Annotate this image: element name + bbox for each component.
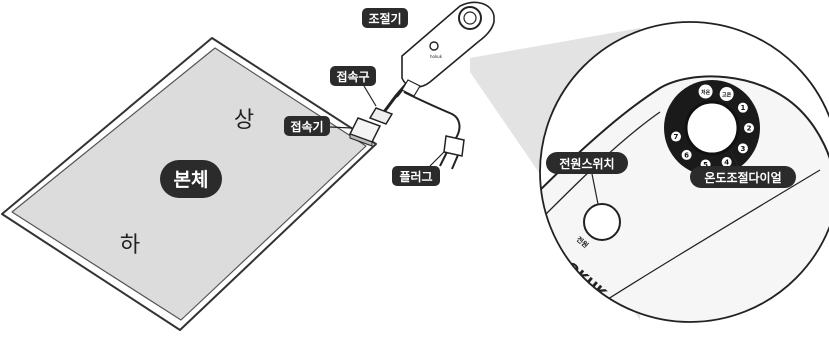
svg-text:접속구: 접속구 bbox=[336, 70, 369, 84]
dial-mark-bubble bbox=[737, 102, 748, 113]
dial-mark-label: 6 bbox=[684, 151, 689, 159]
dial-mark-label: 2 bbox=[747, 125, 752, 133]
dial-mark-bubble bbox=[737, 143, 748, 154]
dial-mark-bubble bbox=[698, 84, 713, 99]
controller-callout: 조절기 bbox=[362, 8, 408, 28]
controller-brand-text: hokuk bbox=[430, 54, 443, 59]
svg-text:본체: 본체 bbox=[174, 169, 209, 191]
connector-socket bbox=[368, 107, 394, 125]
temp-dial-callout: 온도조절다이얼 bbox=[690, 166, 796, 188]
dial-marks: 저온 고온 1 2 3 4 5 6 7 bbox=[670, 84, 754, 170]
dial-mark-bubble bbox=[721, 156, 732, 167]
dial-mark-label: 4 bbox=[724, 158, 729, 166]
temperature-dial: 저온 고온 1 2 3 4 5 6 7 bbox=[664, 80, 760, 176]
dial-mark-label: 저온 bbox=[701, 89, 711, 96]
top-side-label: 상 bbox=[234, 108, 254, 133]
connector-top-callout: 접속구 bbox=[330, 66, 376, 86]
bottom-side-label: 하 bbox=[120, 233, 140, 258]
dial-mark-bubble bbox=[744, 123, 754, 133]
dial-mark-label: 1 bbox=[740, 104, 745, 112]
dial-mark-label: 3 bbox=[740, 145, 745, 153]
dial-mark-label: 7 bbox=[674, 133, 679, 141]
svg-text:접속기: 접속기 bbox=[290, 119, 323, 134]
connector-bottom-callout: 접속기 bbox=[284, 116, 330, 136]
controller-unit: hokuk bbox=[401, 1, 495, 97]
dial-mark-bubble bbox=[670, 131, 681, 142]
dial-mark-label: 5 bbox=[703, 161, 708, 169]
power-switch-callout: 전원스위치 bbox=[546, 152, 628, 174]
dial-mark-bubble bbox=[681, 149, 692, 160]
power-switch-button bbox=[583, 203, 621, 241]
wall-plug bbox=[439, 135, 465, 170]
svg-text:플러그: 플러그 bbox=[399, 169, 432, 184]
svg-text:전원스위치: 전원스위치 bbox=[559, 156, 614, 171]
svg-text:조절기: 조절기 bbox=[368, 11, 401, 26]
plug-callout: 플러그 bbox=[392, 166, 440, 186]
dial-mark-label: 고온 bbox=[722, 92, 732, 99]
svg-text:온도조절다이얼: 온도조절다이얼 bbox=[704, 170, 781, 185]
body-label: 본체 bbox=[160, 160, 222, 198]
dial-mark-bubble bbox=[719, 87, 734, 102]
connector-plug-on-pad bbox=[348, 117, 382, 147]
